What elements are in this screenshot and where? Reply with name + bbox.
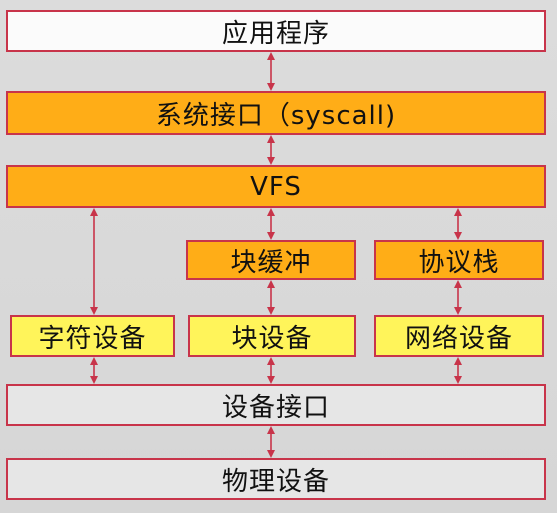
syscall-layer-box: 系统接口（syscall) xyxy=(6,91,546,135)
protocol-stack-label: 协议栈 xyxy=(418,247,500,278)
protocol-stack-box: 协议栈 xyxy=(374,240,544,280)
application-layer-box: 应用程序 xyxy=(6,10,546,52)
device-interface-box: 设备接口 xyxy=(6,384,546,426)
network-device-box: 网络设备 xyxy=(374,315,544,357)
application-layer-label: 应用程序 xyxy=(221,18,330,49)
char-device-box: 字符设备 xyxy=(10,315,175,357)
network-device-label: 网络设备 xyxy=(404,323,513,354)
block-cache-label: 块缓冲 xyxy=(230,247,312,278)
block-cache-box: 块缓冲 xyxy=(186,240,356,280)
char-device-label: 字符设备 xyxy=(38,323,147,354)
block-device-label: 块设备 xyxy=(231,323,313,354)
vfs-layer-box: VFS xyxy=(6,165,546,208)
block-device-box: 块设备 xyxy=(188,315,356,357)
physical-device-label: 物理设备 xyxy=(221,466,330,497)
device-interface-label: 设备接口 xyxy=(221,392,330,423)
vfs-layer-label: VFS xyxy=(250,171,302,202)
physical-device-box: 物理设备 xyxy=(6,458,546,500)
syscall-layer-label: 系统接口（syscall) xyxy=(155,100,397,131)
